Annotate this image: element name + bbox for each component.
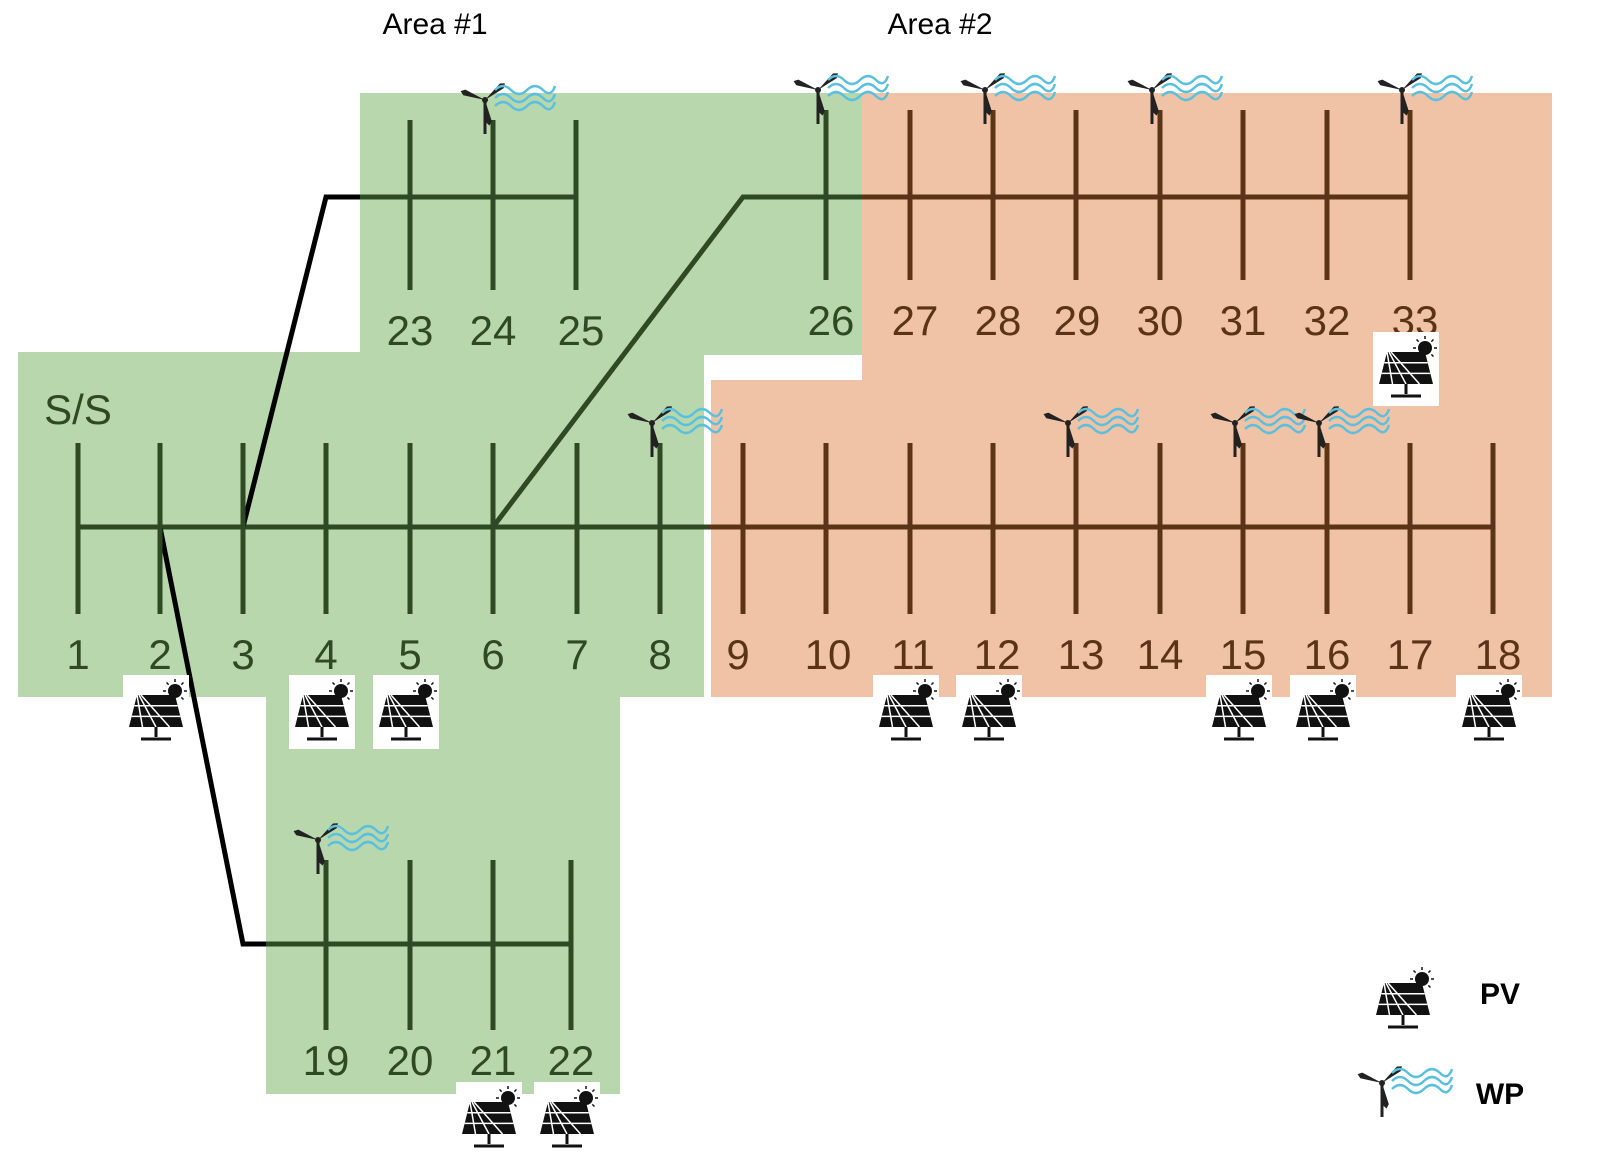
solar-panel-icon-bus-5 xyxy=(373,675,439,749)
solar-panel-icon-bus-22 xyxy=(534,1082,600,1156)
area-1-region-lateral xyxy=(266,697,620,1094)
wind-turbine-icon xyxy=(1357,1066,1454,1117)
wind-turbine-icon-bus-24 xyxy=(460,83,557,134)
bus-label-7: 7 xyxy=(565,631,588,678)
bus-label-3: 3 xyxy=(231,631,254,678)
bus-label-19: 19 xyxy=(303,1037,350,1084)
bus-label-30: 30 xyxy=(1137,297,1184,344)
wind-turbine-icon-bus-16 xyxy=(1294,406,1391,457)
bus-label-4: 4 xyxy=(314,631,337,678)
solar-panel-icon-bus-18 xyxy=(1456,675,1522,749)
branch-6-to-26 xyxy=(491,194,826,529)
area-1-region-top xyxy=(360,93,862,355)
solar-panel-icon-bus-33 xyxy=(1373,332,1439,406)
bus-label-13: 13 xyxy=(1058,631,1105,678)
solar-panel-icon-bus-21 xyxy=(456,1082,522,1156)
bus-label-22: 22 xyxy=(548,1037,595,1084)
branch-3-to-23 xyxy=(240,194,360,528)
bus-label-11: 11 xyxy=(891,631,935,678)
bus-label-8: 8 xyxy=(648,631,671,678)
wind-turbine-icon-bus-19 xyxy=(293,823,390,874)
bus-label-29: 29 xyxy=(1054,297,1101,344)
wind-turbine-icon-bus-13 xyxy=(1043,406,1140,457)
bus-label-18: 18 xyxy=(1475,631,1522,678)
bus-label-10: 10 xyxy=(805,631,852,678)
bus-label-24: 24 xyxy=(470,307,517,354)
bus-label-20: 20 xyxy=(387,1037,434,1084)
bus-label-12: 12 xyxy=(974,631,1021,678)
substation-label: S/S xyxy=(44,386,112,433)
feeder-lines xyxy=(78,194,1493,947)
legend-wp-label: WP xyxy=(1476,1078,1524,1111)
bus-label-31: 31 xyxy=(1220,297,1267,344)
bus-label-14: 14 xyxy=(1137,631,1184,678)
bus-label-6: 6 xyxy=(481,631,504,678)
bus-label-26: 26 xyxy=(808,297,855,344)
bus-label-21: 21 xyxy=(470,1037,517,1084)
area-2-region-top xyxy=(862,93,1552,380)
bus-bars xyxy=(75,110,1496,1030)
wind-turbine-icon-bus-26 xyxy=(793,73,890,124)
legend: PV WP xyxy=(1476,978,1524,1111)
solar-panel-icon-bus-16 xyxy=(1290,675,1356,749)
branch-2-to-19 xyxy=(157,526,266,947)
generator-icons xyxy=(123,73,1522,1156)
bus-label-1: 1 xyxy=(66,631,89,678)
bus-label-32: 32 xyxy=(1304,297,1351,344)
area-2-title: Area #2 xyxy=(887,8,992,41)
wind-turbine-icon-bus-28 xyxy=(960,73,1057,124)
bus-label-2: 2 xyxy=(148,631,171,678)
wind-turbine-icon-bus-33 xyxy=(1377,73,1474,124)
solar-panel-icon-bus-15 xyxy=(1206,675,1272,749)
bus-label-15: 15 xyxy=(1220,631,1267,678)
wind-turbine-icon-bus-8 xyxy=(627,406,724,457)
solar-panel-icon-bus-2 xyxy=(123,675,189,749)
solar-panel-icon-bus-11 xyxy=(873,675,939,749)
bus-label-5: 5 xyxy=(398,631,421,678)
bus-label-23: 23 xyxy=(387,307,434,354)
bus-label-16: 16 xyxy=(1304,631,1351,678)
solar-panel-icon-bus-4 xyxy=(289,675,355,749)
legend-pv-label: PV xyxy=(1480,978,1520,1011)
solar-panel-icon-bus-12 xyxy=(956,675,1022,749)
area-1-title: Area #1 xyxy=(382,8,487,41)
wind-turbine-icon-bus-15 xyxy=(1210,406,1307,457)
wind-turbine-icon-bus-30 xyxy=(1127,73,1224,124)
solar-panel-icon xyxy=(1370,963,1436,1037)
bus-label-28: 28 xyxy=(975,297,1022,344)
bus-label-9: 9 xyxy=(726,631,749,678)
bus-label-27: 27 xyxy=(892,297,939,344)
bus-label-25: 25 xyxy=(558,307,605,354)
bus-label-17: 17 xyxy=(1387,631,1434,678)
